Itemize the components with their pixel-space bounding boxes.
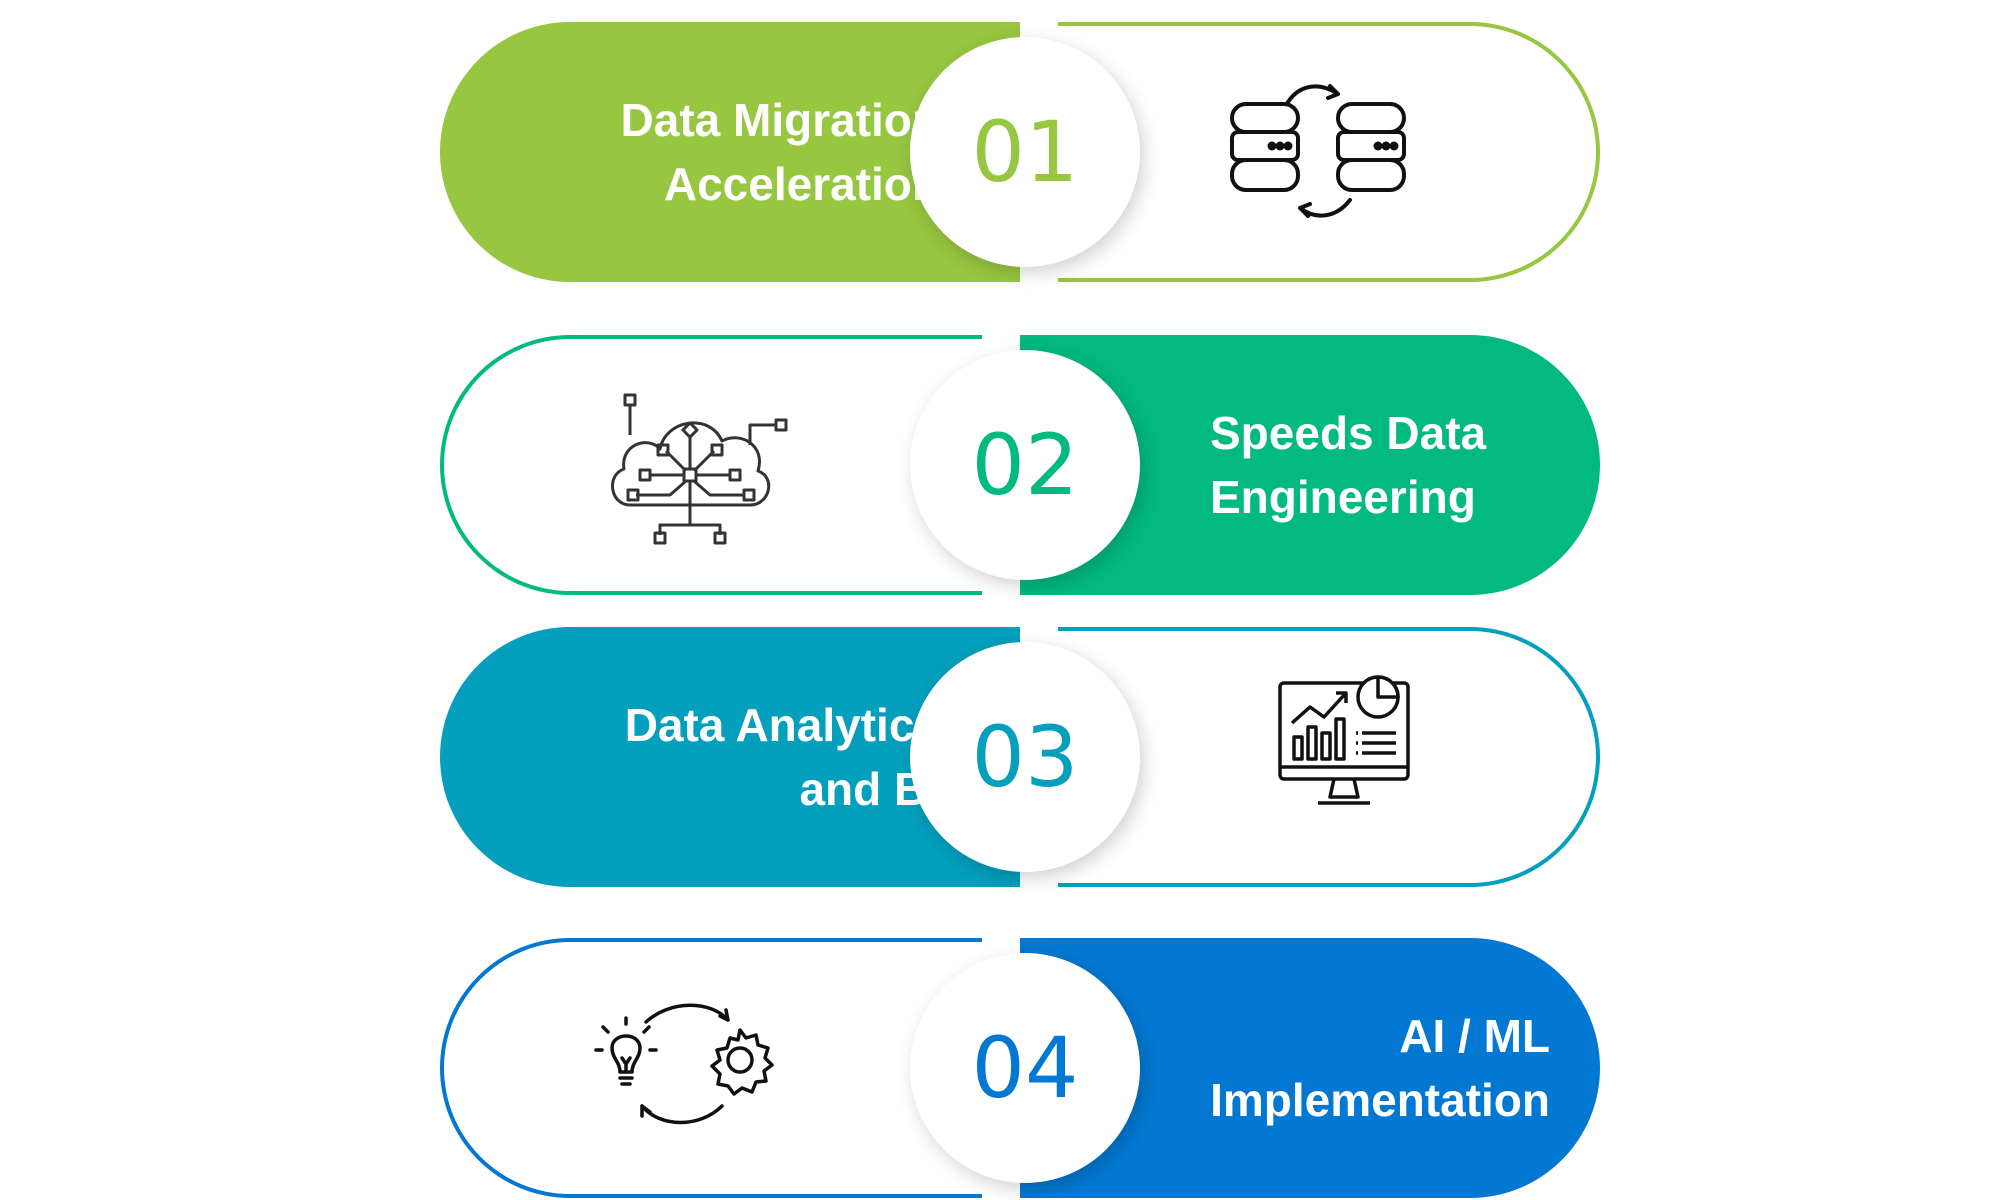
database-sync-icon [1220, 72, 1420, 232]
step-row-2: Speeds Data Engineering 02 [440, 335, 1600, 595]
step-4-outline-half [440, 938, 982, 1198]
step-row-4: AI / ML Implementation 04 [440, 938, 1600, 1198]
analytics-monitor-icon [1270, 663, 1470, 823]
step-2-outline-half [440, 335, 982, 595]
step-4-title: AI / ML Implementation [1210, 1010, 1550, 1126]
cloud-network-icon [600, 375, 800, 545]
idea-gear-cycle-icon [590, 1002, 790, 1162]
step-row-3: Data Analytics and BI 03 [440, 627, 1600, 887]
step-1-number: 01 [910, 37, 1140, 267]
step-2-number: 02 [910, 350, 1140, 580]
step-row-1: Data Migration Acceleration 01 [440, 22, 1600, 282]
step-3-title: Data Analytics and BI [624, 699, 940, 815]
step-1-outline-half [1058, 22, 1600, 282]
step-3-number: 03 [910, 642, 1140, 872]
step-1-title: Data Migration Acceleration [620, 94, 940, 210]
step-3-outline-half [1058, 627, 1600, 887]
step-2-title: Speeds Data Engineering [1210, 407, 1487, 523]
step-4-number: 04 [910, 953, 1140, 1183]
